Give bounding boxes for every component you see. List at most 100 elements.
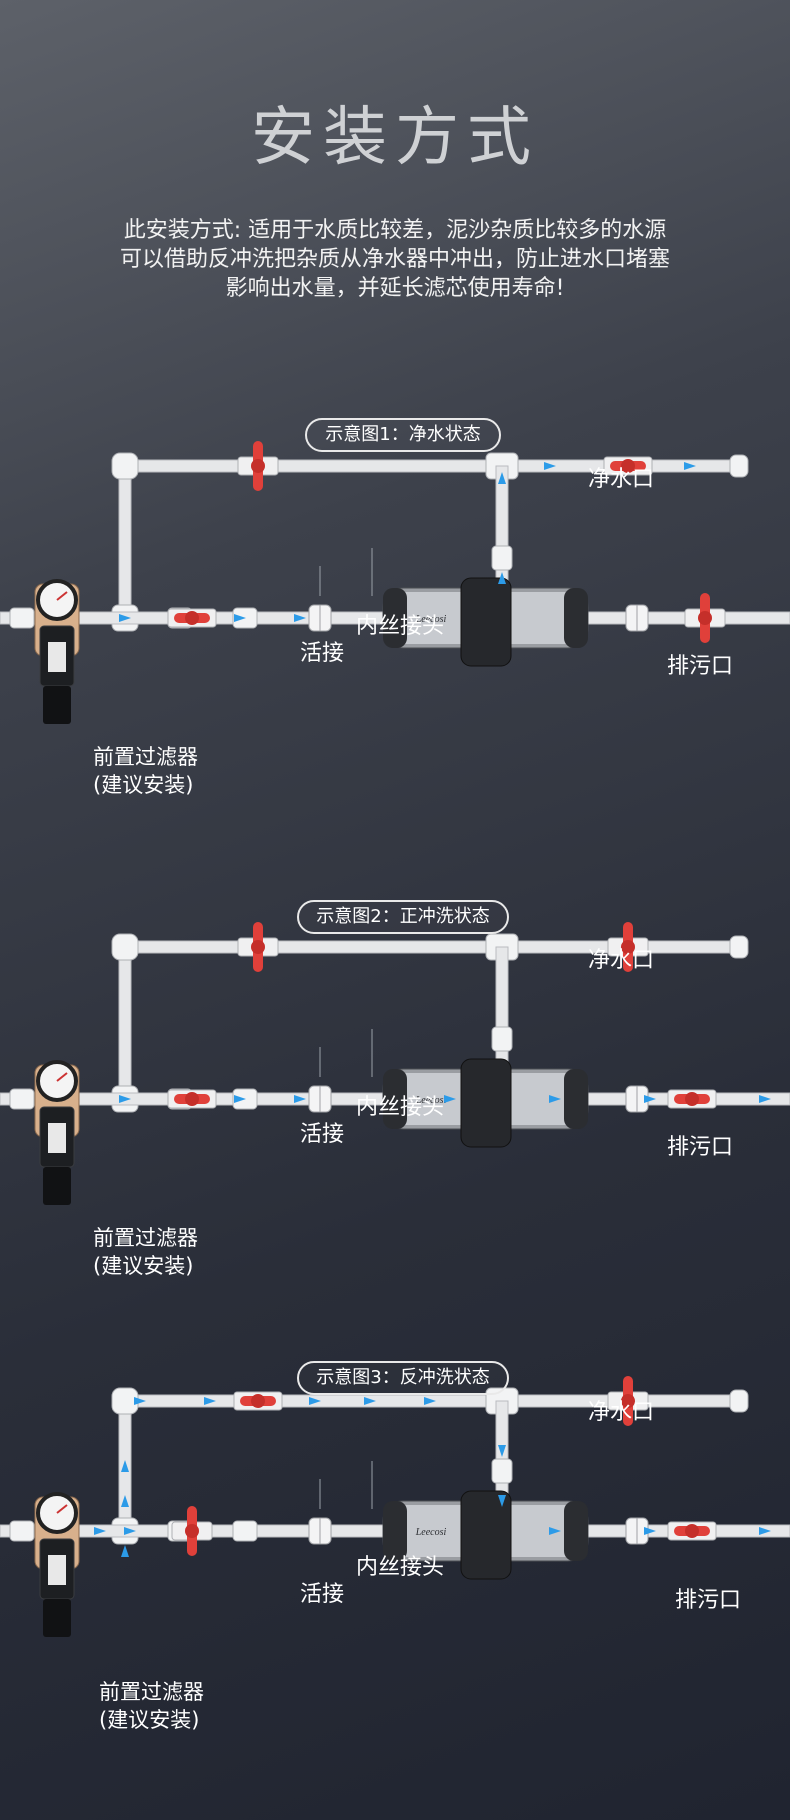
diagram-3: Leecosi 示意图3：反冲洗状态 净水口 内丝接头 活接 排污口 前置过滤器… — [0, 1356, 790, 1776]
scene-group: Leecosi — [0, 441, 790, 724]
flow-arrow — [234, 1095, 246, 1103]
diagram-badge: 示意图1：净水状态 — [305, 418, 501, 452]
pipe-fitting — [491, 545, 513, 571]
page-title: 安装方式 — [251, 101, 539, 175]
flow-arrow — [498, 1495, 506, 1507]
flow-arrow — [121, 1495, 129, 1507]
flow-arrow — [204, 1397, 216, 1405]
flow-arrow — [759, 1527, 771, 1535]
prefilter-base — [43, 1167, 71, 1205]
prefilter-label: 前置过滤器 (建议安装) — [99, 1678, 204, 1734]
flow-arrow — [684, 462, 696, 470]
intro-text: 此安装方式: 适用于水质比较差，泥沙杂质比较多的水源 可以借助反冲洗把杂质从净水… — [60, 216, 730, 303]
flow-arrow — [121, 1545, 129, 1557]
flow-arrow — [134, 1397, 146, 1405]
flow-arrow — [121, 1460, 129, 1472]
union-label: 活接 — [300, 641, 345, 666]
valve-knob — [685, 1092, 699, 1106]
filter-brand-text: Leecosi — [415, 614, 447, 625]
flow-arrow — [94, 1527, 106, 1535]
valve-knob — [185, 1092, 199, 1106]
flow-arrow — [424, 1397, 436, 1405]
flow-arrow — [544, 462, 556, 470]
valve-knob — [251, 459, 265, 473]
flow-arrow — [549, 1527, 561, 1535]
clean-outlet-label: 净水口 — [588, 948, 655, 973]
prefilter-base — [43, 1599, 71, 1637]
plumbing-scene: Leecosi — [0, 922, 790, 1205]
flow-arrow — [234, 614, 246, 622]
filter-brand-text: Leecosi — [415, 1527, 447, 1538]
prefilter-label-line: (建议安装) — [93, 773, 194, 797]
prefilter-label-line: 前置过滤器 — [99, 1680, 204, 1704]
prefilter-label-line: 前置过滤器 — [93, 1226, 198, 1250]
prefilter-label-line: 前置过滤器 — [93, 745, 198, 769]
elbow-fitting — [111, 933, 139, 961]
pipe-fitting — [232, 1520, 258, 1542]
filter-end-cap — [383, 1069, 407, 1129]
gauge-needle — [56, 1504, 68, 1514]
pipe — [118, 946, 132, 1100]
prefilter-element — [48, 1123, 66, 1153]
pipe-cap — [729, 454, 749, 478]
valve-knob — [185, 1524, 199, 1538]
flow-arrow — [364, 1397, 376, 1405]
pipe-fitting — [9, 1088, 35, 1110]
prefilter-label-line: (建议安装) — [93, 1254, 194, 1278]
thread-joint-label: 内丝接头 — [356, 614, 445, 639]
flow-arrow — [498, 472, 506, 484]
scene-group: Leecosi — [0, 922, 790, 1205]
pipe-fitting — [491, 1026, 513, 1052]
flow-arrow — [444, 1095, 456, 1103]
prefilter-element — [48, 1555, 66, 1585]
thread-joint-label: 内丝接头 — [356, 1095, 445, 1120]
intro-line: 此安装方式: 适用于水质比较差，泥沙杂质比较多的水源 — [123, 218, 667, 243]
diagram-2: Leecosi 示意图2：正冲洗状态 净水口 内丝接头 活接 排污口 前置过滤器… — [0, 896, 790, 1316]
flow-arrow — [309, 1397, 321, 1405]
flow-arrow — [759, 1095, 771, 1103]
prefilter-label-line: (建议安装) — [99, 1708, 200, 1732]
flow-arrow — [498, 572, 506, 584]
valve-knob — [698, 611, 712, 625]
valve-knob — [685, 1524, 699, 1538]
clean-outlet-label: 净水口 — [588, 1400, 655, 1425]
gauge-needle — [56, 1072, 68, 1082]
filter-valve-head — [460, 1490, 512, 1580]
gauge-needle — [56, 591, 68, 601]
valve-knob — [251, 1394, 265, 1408]
diagram-badge: 示意图2：正冲洗状态 — [297, 900, 509, 934]
flow-arrow — [644, 1527, 656, 1535]
pipe-cap — [729, 1389, 749, 1413]
pipe — [118, 465, 132, 619]
filter-valve-head — [460, 577, 512, 667]
filter-valve-head — [460, 1058, 512, 1148]
valve-knob — [185, 611, 199, 625]
filter-end-cap — [383, 1501, 407, 1561]
pipe-cap — [729, 935, 749, 959]
diagram-badge: 示意图3：反冲洗状态 — [297, 1361, 509, 1395]
union-label: 活接 — [300, 1582, 345, 1607]
prefilter-label: 前置过滤器 (建议安装) — [93, 743, 198, 799]
diagram-1: Leecosi 示意图1：净水状态 净水口 内丝接头 活接 排污口 前置过滤器 … — [0, 415, 790, 835]
intro-line: 可以借助反冲洗把杂质从净水器中冲出，防止进水口堵塞 — [119, 247, 670, 272]
plumbing-scene: Leecosi — [0, 441, 790, 724]
clean-outlet-label: 净水口 — [588, 467, 655, 492]
drain-outlet-label: 排污口 — [667, 1135, 734, 1160]
filter-brand-text: Leecosi — [415, 1095, 447, 1106]
flow-arrow — [644, 1095, 656, 1103]
scene-group: Leecosi — [0, 1376, 790, 1637]
flow-arrow — [124, 1527, 136, 1535]
valve-knob — [621, 940, 635, 954]
prefilter-label: 前置过滤器 (建议安装) — [93, 1224, 198, 1280]
pipe-fitting — [9, 607, 35, 629]
flow-arrow — [498, 1445, 506, 1457]
filter-end-cap — [383, 588, 407, 648]
flow-arrow — [119, 1095, 131, 1103]
plumbing-scene: Leecosi — [0, 1376, 790, 1637]
union-label: 活接 — [300, 1122, 345, 1147]
valve-knob — [621, 1394, 635, 1408]
prefilter-base — [43, 686, 71, 724]
filter-end-cap — [564, 1069, 588, 1129]
flow-arrow — [294, 1095, 306, 1103]
valve-knob — [621, 459, 635, 473]
